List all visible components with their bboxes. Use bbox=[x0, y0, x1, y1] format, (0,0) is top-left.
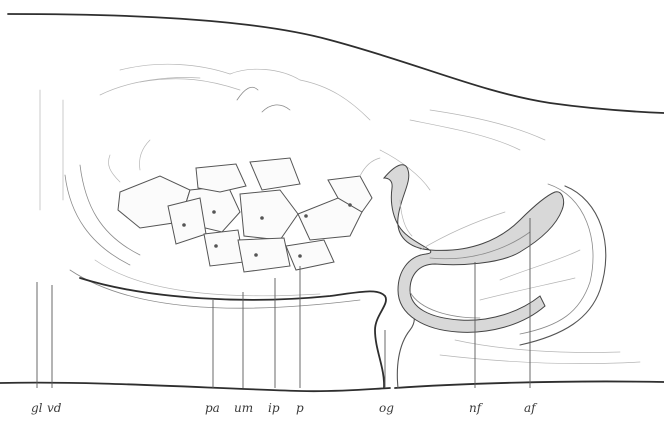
upper-body-outline bbox=[8, 14, 664, 113]
label-ip: ip bbox=[268, 401, 280, 415]
sinuous-band-nf bbox=[384, 165, 564, 333]
label-um: um bbox=[234, 401, 253, 415]
label-nf: nf bbox=[469, 401, 484, 415]
lower-body-outline bbox=[0, 381, 664, 391]
tissue-texture-upper bbox=[100, 64, 545, 190]
label-og: og bbox=[379, 401, 394, 415]
label-vd: vd bbox=[47, 401, 62, 415]
figure-labels: gl vd pa um ip p og nf af bbox=[31, 401, 538, 415]
label-gl: gl bbox=[31, 401, 43, 415]
label-p: p bbox=[296, 401, 304, 415]
cell-cluster bbox=[108, 140, 380, 272]
label-af: af bbox=[524, 401, 538, 415]
label-pa: pa bbox=[205, 401, 220, 415]
